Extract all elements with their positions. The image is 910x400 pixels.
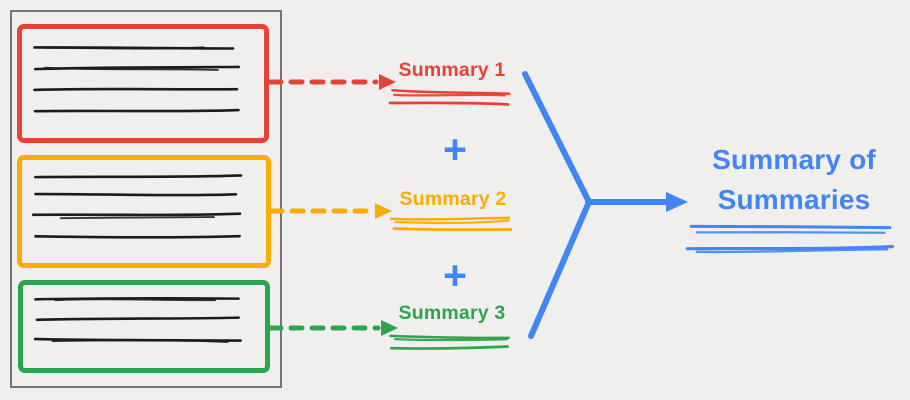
document-box-3 — [18, 280, 270, 373]
document-1-text-scribble — [33, 46, 240, 113]
final-summary-title: Summary of Summaries — [712, 144, 876, 215]
summary-2-label: Summary 2 — [388, 188, 518, 211]
document-box-1 — [17, 24, 269, 143]
summary-3-label: Summary 3 — [387, 302, 517, 325]
summary-2-scribble — [389, 216, 513, 232]
document-box-2 — [17, 155, 271, 268]
document-2-text-scribble — [31, 174, 243, 239]
plus-operator-2: + — [443, 252, 467, 298]
merge-arrow — [522, 71, 688, 339]
source-documents-frame — [10, 10, 282, 388]
document-3-text-scribble — [33, 297, 242, 344]
amber-dashed-arrow — [268, 203, 392, 219]
summary-1-scribble — [388, 88, 511, 106]
summary-3-scribble — [389, 334, 510, 350]
final-summary-scribble — [685, 224, 894, 254]
plus-operator-1: + — [443, 126, 467, 172]
summary-1-text: Summary 1 — [398, 59, 506, 81]
summary-3-text: Summary 3 — [398, 302, 506, 324]
summary-1-label: Summary 1 — [387, 59, 517, 82]
green-dashed-arrow — [267, 320, 398, 336]
summary-2-text: Summary 2 — [399, 188, 507, 210]
red-dashed-arrow — [267, 74, 396, 90]
